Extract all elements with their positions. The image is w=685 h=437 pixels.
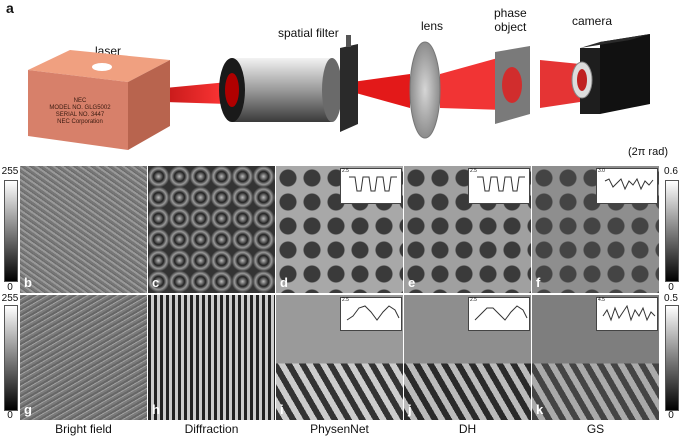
spatial-filter-body [232,58,332,122]
colorbar-left-bottom-min: 0 [7,410,13,421]
laser-box-text: NEC MODEL NO. GLG5002 SERIAL NO. 3447 NE… [36,98,124,126]
inset-j-ytick: 2.5 [470,297,477,303]
colorbar-right-top-min: 0 [668,282,674,293]
inset-e [468,168,530,204]
panel-d-physennet: 2.5 d [276,166,403,293]
colorbar-left-top-min: 0 [7,282,13,293]
column-gs: GS [586,422,605,436]
laser-box-port [92,63,112,71]
label-spatial-filter: spatial filter [278,26,339,40]
laser-text-line-2: MODEL NO. GLG5002 [49,105,111,111]
column-bright-field: Bright field [55,422,112,436]
inset-d [340,168,402,204]
panel-letter-j: j [408,402,412,417]
inset-i-ytick: 2.5 [342,297,349,303]
inset-f-ytick: 3.0 [598,168,605,174]
laser-box-front [28,70,128,150]
beam-3 [440,56,505,110]
column-dh: DH [458,422,477,436]
beam-2 [345,74,410,108]
colorbar-right-bottom [665,305,679,411]
laser-text-line-3: SERIAL NO. 3447 [55,112,105,118]
inset-k-ytick: 4.5 [598,297,605,303]
laser-box-side [128,60,170,150]
panel-letter-a: a [6,0,14,16]
panel-b-bright-field: b [20,166,147,293]
panel-letter-h: h [152,402,160,417]
setup-drawing [28,34,650,150]
panel-h-diffraction: h [148,295,275,420]
panel-k-gs: 4.5 k [532,295,659,420]
spatial-filter-aperture [225,73,239,107]
pinhole-plate [340,44,358,132]
colorbar-right-top-max: 0.6 [664,166,678,177]
inset-i [340,297,402,331]
laser-text-line-4: NEC Corporation [57,119,103,125]
panel-letter-f: f [536,275,541,290]
panel-i-physennet: 2.5 i [276,295,403,420]
colorbar-left-bottom [4,305,18,411]
spatial-filter-end [322,58,342,122]
pinhole-knob [346,35,351,47]
camera-body-side [600,34,650,114]
colorbar-unit: (2π rad) [628,146,668,158]
panel-c-diffraction: c [148,166,275,293]
inset-e-ytick: 2.5 [470,168,477,174]
inset-f [596,168,658,204]
setup-figure: a laser spatial filter lens phase object… [0,0,685,155]
panel-letter-b: b [24,275,32,290]
colorbar-left-top-max: 255 [1,166,19,177]
label-camera: camera [572,14,613,28]
panel-letter-k: k [536,402,544,417]
inset-k [596,297,658,331]
colorbar-left-top [4,180,18,282]
colorbar-left-bottom-max: 255 [1,293,19,304]
label-phase-object: phase object [494,6,527,34]
beam-1 [165,82,228,104]
laser-text-line-1: NEC [73,98,87,104]
colorbar-right-bottom-min: 0 [668,410,674,421]
colorbar-right-bottom-max: 0.5 [664,293,678,304]
inset-j [468,297,530,331]
panel-g-bright-field: g [20,295,147,420]
camera-lens-inner [577,69,587,91]
panel-j-dh: 2.5 j [404,295,531,420]
colorbar-right-top [665,180,679,282]
label-lens: lens [421,19,444,33]
phase-object-spot [502,67,522,103]
inset-d-ytick: 2.5 [342,168,349,174]
panel-letter-d: d [280,275,288,290]
panel-letter-i: i [280,402,284,417]
panel-letter-e: e [408,275,416,290]
column-diffraction: Diffraction [184,422,239,436]
panel-letter-c: c [152,275,160,290]
column-physennet: PhysenNet [310,422,369,436]
panel-f-gs: 3.0 f [532,166,659,293]
beam-4 [540,60,580,108]
lens-disk [409,41,441,139]
panel-e-dh: 2.5 e [404,166,531,293]
panel-letter-g: g [24,402,32,417]
camera-body-top [580,34,650,48]
